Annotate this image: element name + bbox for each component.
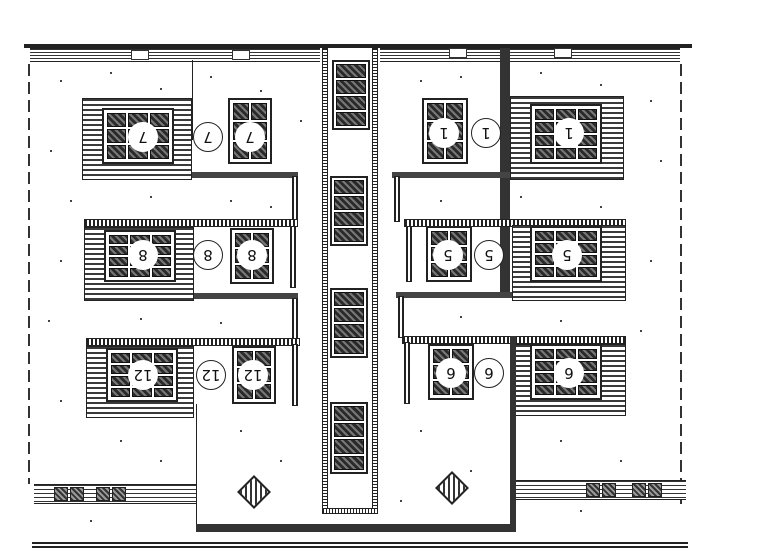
window-large xyxy=(104,230,176,282)
mini-window xyxy=(54,487,68,501)
unit-label: 5 xyxy=(433,240,463,270)
stair-rail-left xyxy=(322,48,328,514)
unit-label-circle: 7 xyxy=(193,122,223,152)
unit-label: 6 xyxy=(436,358,466,388)
cornice-right xyxy=(380,48,680,62)
unit-label: 1 xyxy=(554,118,584,148)
unit-label-circle: 8 xyxy=(193,240,223,270)
balcony-slab xyxy=(194,293,298,299)
unit-label-circle: 1 xyxy=(471,118,501,148)
unit-label: 12 xyxy=(238,360,268,390)
unit-label-circle: 5 xyxy=(474,240,504,270)
mini-window xyxy=(96,487,110,501)
party-wall xyxy=(510,336,516,532)
stair-window xyxy=(330,176,368,246)
unit-label: 5 xyxy=(552,240,582,270)
mini-window xyxy=(70,487,84,501)
brick-band xyxy=(84,219,298,227)
balcony-rail xyxy=(290,226,296,288)
mini-window xyxy=(648,483,662,497)
unit-label: 8 xyxy=(128,240,158,270)
balcony-rail xyxy=(404,342,410,404)
unit-label: 12 xyxy=(128,360,158,390)
mini-window xyxy=(586,483,600,497)
unit-label: 6 xyxy=(554,358,584,388)
cornice-left xyxy=(30,48,320,62)
balcony-slab xyxy=(192,172,298,178)
stair-base xyxy=(322,508,378,514)
vent xyxy=(232,50,250,60)
unit-label-circle: 6 xyxy=(474,358,504,388)
balcony-rail xyxy=(292,298,298,342)
mini-window xyxy=(632,483,646,497)
base-line xyxy=(32,542,688,544)
balcony-slab xyxy=(392,172,510,178)
stair-window xyxy=(330,288,368,358)
vent xyxy=(449,48,467,58)
balcony-slab xyxy=(396,292,512,298)
vent xyxy=(554,48,572,58)
unit-label: 8 xyxy=(237,240,267,270)
edge-line-left xyxy=(28,64,30,484)
entrance-canopy xyxy=(196,524,516,532)
base-line xyxy=(32,546,688,548)
balcony-rail xyxy=(394,176,400,222)
ground-line xyxy=(24,44,692,48)
window-large xyxy=(530,344,602,400)
stair-rail-right xyxy=(372,48,378,514)
unit-label-circle: 12 xyxy=(196,360,226,390)
unit-label: 7 xyxy=(128,122,158,152)
brick-band xyxy=(86,338,300,346)
unit-label: 1 xyxy=(429,118,459,148)
mini-window xyxy=(112,487,126,501)
unit-label: 7 xyxy=(235,122,265,152)
balcony-rail xyxy=(292,176,298,224)
vent xyxy=(131,50,149,60)
stair-window xyxy=(330,402,368,474)
divider xyxy=(192,60,193,140)
balcony-rail xyxy=(398,296,404,338)
stair-window xyxy=(332,60,370,130)
edge-line-right xyxy=(680,64,682,504)
balcony-rail xyxy=(292,344,298,406)
balcony-rail xyxy=(406,226,412,282)
divider xyxy=(196,404,197,530)
mini-window xyxy=(602,483,616,497)
